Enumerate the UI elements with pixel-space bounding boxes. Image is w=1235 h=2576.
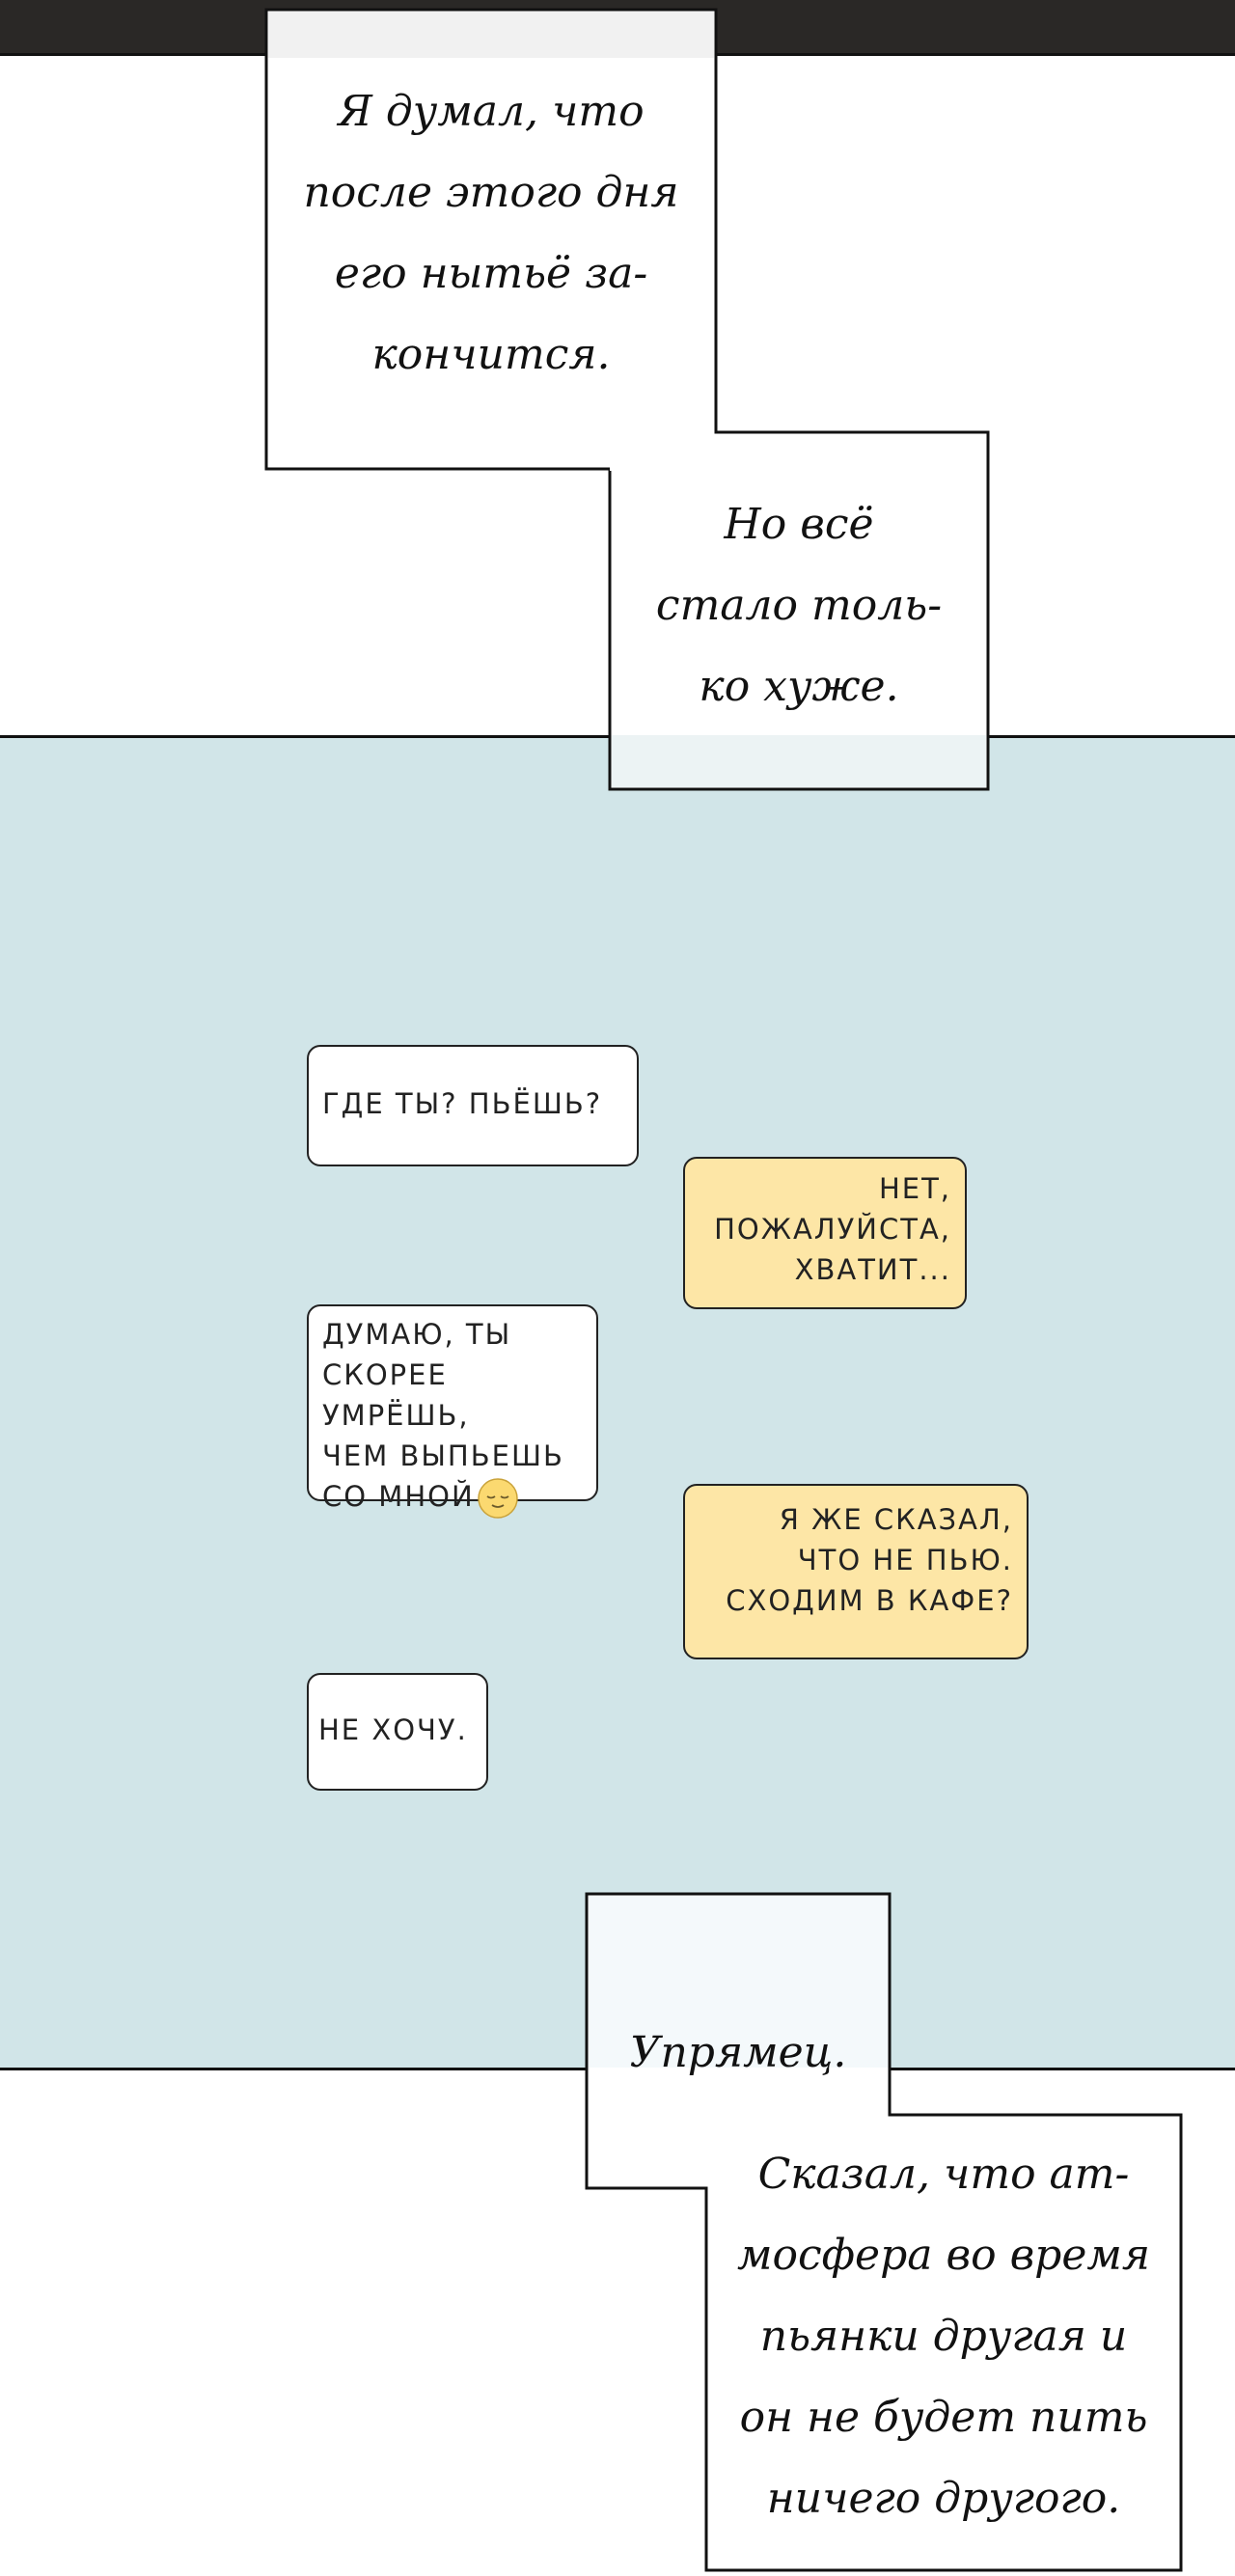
chat-bubble-incoming-3: НЕ ХОЧУ. <box>307 1673 488 1791</box>
caption-4: Сказал, что ат- мосфера во время пьянки … <box>737 2150 1150 2523</box>
chat-panel-background <box>0 735 1235 2070</box>
chat-bubble-outgoing-1: НЕТ, ПОЖАЛУЙСТА, ХВАТИТ... <box>683 1157 967 1309</box>
chat-bubble-outgoing-2: Я ЖЕ СКАЗАЛ, ЧТО НЕ ПЬЮ. СХОДИМ В КАФЕ? <box>683 1484 1029 1659</box>
chat-bubble-incoming-2-text: ДУМАЮ, ТЫ СКОРЕЕ УМРЁШЬ, ЧЕМ ВЫПЬЕШЬ СО … <box>322 1318 564 1513</box>
top-frame-bar <box>0 0 1235 56</box>
chat-bubble-incoming-2: ДУМАЮ, ТЫ СКОРЕЕ УМРЁШЬ, ЧЕМ ВЫПЬЕШЬ СО … <box>307 1304 598 1519</box>
caption-2: Но всё стало толь- ко хуже. <box>655 500 943 711</box>
caption-1: Я думал, что после этого дня его нытьё з… <box>303 87 679 379</box>
caption-3: Упрямец. <box>629 2028 847 2077</box>
chat-bubble-incoming-1: ГДЕ ТЫ? ПЬЁШЬ? <box>307 1045 639 1166</box>
smiling-face-icon <box>477 1478 518 1519</box>
